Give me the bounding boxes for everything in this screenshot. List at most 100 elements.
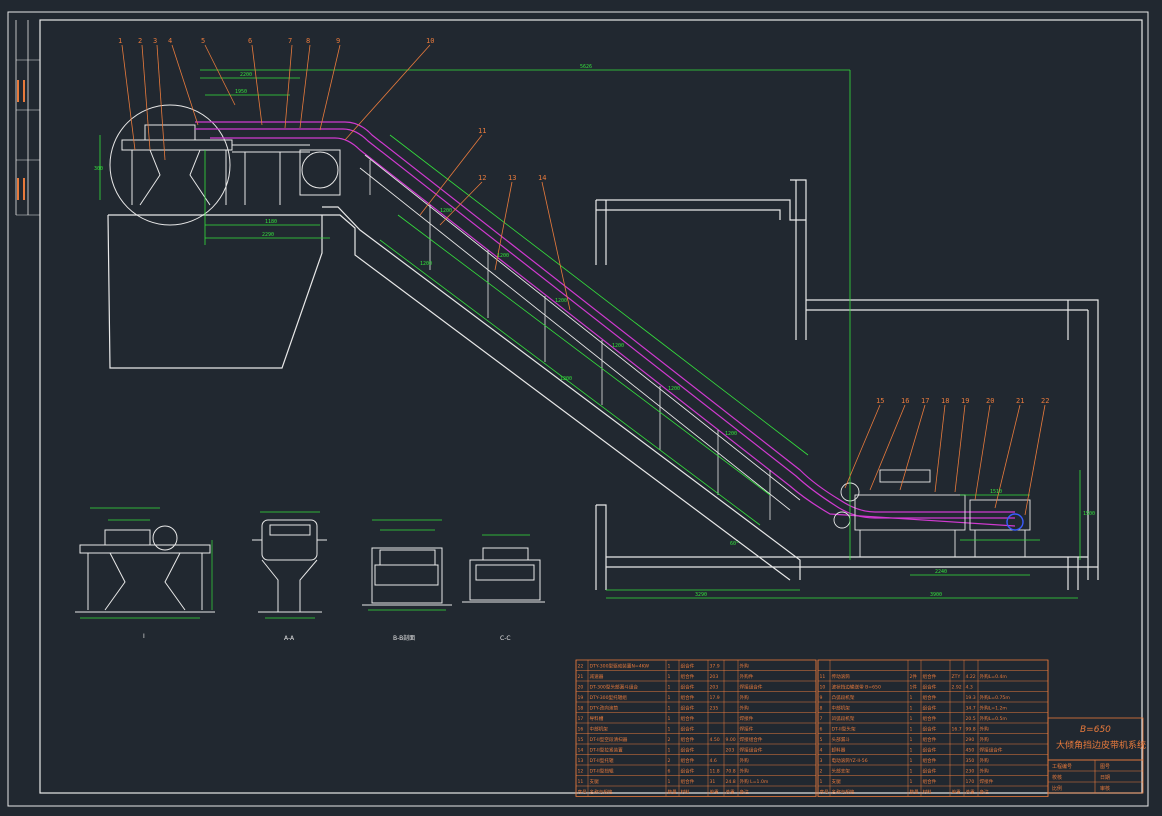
bom-cell-name: 导料槽 [590, 715, 604, 722]
bom-cell-qty: 1 [910, 727, 913, 733]
bom-cell-no: 13 [578, 758, 584, 764]
bom-cell-qty: 1 [668, 706, 671, 712]
bom-cell-w2: 450 [966, 748, 975, 754]
leader-lines [121, 44, 1046, 516]
dimension-lines [99, 69, 1081, 599]
bom-cell-w2: 290 [966, 737, 975, 743]
bom-cell-w1: ZTY [952, 674, 961, 680]
bom-cell-unit: 组合件 [681, 778, 695, 785]
bom-cell-w1: 203 [710, 674, 719, 680]
bom-cell-no: 21 [578, 674, 584, 680]
bom-cell-no: 6 [820, 727, 823, 733]
bom-cell-qty: 1 [668, 716, 671, 722]
bom-cell-qty: 2件 [910, 673, 918, 680]
bom-cell-w2: 170 [966, 779, 975, 785]
bom-cell-note: 焊接组合件 [980, 747, 1003, 754]
callout-15: 15 [876, 397, 884, 405]
bom-header-name: 名称与规格 [832, 789, 855, 796]
bom-cell-w2: 70.8 [726, 769, 736, 775]
bom-cell-w2: 20.5 [966, 716, 976, 722]
bom-cell-note: 外购L=1.2m [980, 705, 1008, 712]
dim-slope-8: 1200 [560, 376, 572, 382]
bom-cell-w1: 31 [710, 779, 716, 785]
view-label-CC: C-C [500, 635, 511, 642]
bom-cell-qty: 1 [910, 758, 913, 764]
bom-cell-no: 14 [578, 748, 584, 754]
callout-2: 2 [138, 37, 142, 45]
bom-cell-name: 头部漏斗 [832, 736, 851, 743]
title-cell-6: 审核 [1100, 785, 1110, 792]
bom-cell-unit: 组合件 [923, 715, 937, 722]
bom-cell-w1: 17.9 [710, 695, 720, 701]
bom-header-no: 序号 [578, 789, 588, 796]
bom-header-qty: 数量 [668, 789, 678, 796]
dim-top-left-b: 1950 [235, 89, 247, 95]
detail-circle-I [109, 104, 231, 226]
dim-slope-7: 1200 [420, 261, 432, 267]
bom-cell-no: 7 [820, 716, 823, 722]
dim-right-b: 1510 [990, 489, 1002, 495]
bom-cell-w2: 4.3 [966, 685, 973, 691]
dim-slope-2: 1200 [497, 253, 509, 259]
bom-cell-name: 头部支架 [832, 768, 851, 775]
drawing-title-sub: 大倾角挡边皮带机系统 [1056, 739, 1146, 751]
callout-13: 13 [508, 174, 516, 182]
bom-cell-qty: 1 [668, 779, 671, 785]
bom-cell-no: 17 [578, 716, 584, 722]
bom-header-w2: 总重 [966, 789, 976, 796]
callout-6: 6 [248, 37, 252, 45]
bom-cell-qty: 1 [910, 737, 913, 743]
bom-cell-qty: 6 [668, 769, 671, 775]
bom-cell-no: 11 [578, 779, 584, 785]
callout-14: 14 [538, 174, 546, 182]
bom-cell-no: 18 [578, 706, 584, 712]
section-dims [80, 507, 530, 619]
bom-cell-w1: 16.7 [952, 727, 962, 733]
bom-cell-qty: 1件 [910, 684, 918, 691]
bom-cell-unit: 组合件 [923, 757, 937, 764]
bom-cell-unit: 组合件 [681, 747, 695, 754]
bom-header-name: 名称与规格 [590, 789, 613, 796]
bom-cell-w1: 2.92 [952, 685, 962, 691]
dim-slope-4: 1200 [612, 343, 624, 349]
outer-border [7, 11, 1149, 807]
bom-cell-qty: 1 [668, 695, 671, 701]
bom-cell-qty: 1 [668, 664, 671, 670]
bom-cell-note: 焊接组合件 [740, 684, 763, 691]
callout-9: 9 [336, 37, 340, 45]
dim-bottom-b: 3900 [930, 592, 942, 598]
bom-header-qty: 数量 [910, 789, 920, 796]
bom-cell-no: 10 [820, 685, 826, 691]
bom-cell-unit: 组合件 [923, 726, 937, 733]
bom-cell-w1: 235 [710, 706, 719, 712]
bom-cell-note: 外购L=0.75m [980, 694, 1011, 701]
bom-cell-w1: 37.9 [710, 664, 720, 670]
title-cell-1: 工程编号 [1052, 763, 1072, 770]
bom-header-w1: 单重 [710, 789, 720, 796]
bom-cell-note: 焊接件 [740, 726, 754, 733]
title-cell-2: 图号 [1100, 764, 1110, 770]
bom-cell-no: 9 [820, 695, 823, 701]
callout-7: 7 [288, 37, 292, 45]
callout-17: 17 [921, 397, 929, 405]
bom-cell-no: 20 [578, 685, 584, 691]
bom-cell-name: 卸料器 [832, 747, 846, 754]
dim-mid-a: 1180 [265, 219, 277, 225]
bom-cell-note: 外购 [740, 768, 750, 775]
bom-cell-no: 19 [578, 695, 584, 701]
bom-cell-name: 中部机架 [590, 726, 609, 733]
view-label-I: I [143, 633, 145, 640]
bom-cell-name: DTY-改向滚筒 [590, 705, 619, 712]
title-cell-4: 日期 [1100, 775, 1110, 781]
bom-cell-qty: 1 [910, 695, 913, 701]
bom-header-note: 备注 [740, 789, 750, 796]
bom-cell-w2: 230 [966, 769, 975, 775]
building-structure [107, 179, 1099, 590]
bom-cell-note: 外购L=0.4m [980, 673, 1008, 680]
bom-cell-note: 外购L=0.5m [980, 715, 1008, 722]
bom-cell-w1: 4.6 [710, 758, 717, 764]
bom-cell-no: 1 [820, 779, 823, 785]
bom-cell-name: 电动滚筒YZ-II-56 [832, 757, 868, 764]
bom-cell-no: 16 [578, 727, 584, 733]
